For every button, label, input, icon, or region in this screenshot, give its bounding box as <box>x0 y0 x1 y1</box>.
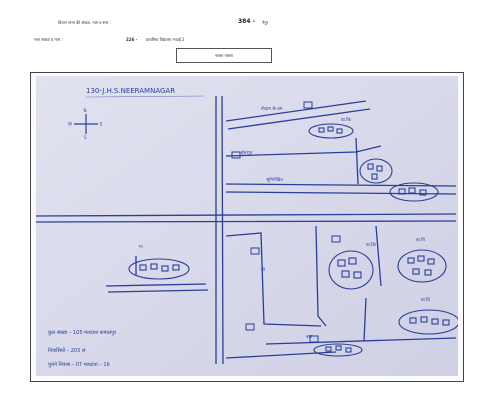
svg-text:प्रा.कि: प्रा.कि <box>341 116 351 123</box>
compass-icon: N S E W <box>68 108 103 140</box>
svg-text:भूमिपीड़ित: भूमिपीड़ित <box>266 176 283 183</box>
svg-text:बाग: बाग <box>306 335 313 340</box>
svg-text:प्रा.वि: प्रा.वि <box>421 296 430 303</box>
svg-text:मो: मो <box>261 266 266 273</box>
constituency-label: विधान सभा की संख्या, नाम व स्तर : <box>58 20 111 25</box>
settlement-clusters <box>128 123 458 357</box>
svg-text:N: N <box>84 108 87 113</box>
svg-text:ईशरपुर: ईशरपुर <box>241 149 253 156</box>
map-notes: कुल संख्या – 105 मतदाता कमालपुर निवासियो… <box>48 329 117 368</box>
title-underline <box>85 95 205 98</box>
road-network <box>36 95 457 365</box>
hand-drawn-map: 130-J.H.S.NEERAMNAGAR N S E W <box>36 76 458 376</box>
svg-text:S: S <box>84 135 87 140</box>
svg-text:W: W <box>68 122 72 127</box>
part-name: प्राथमिक विद्यालय भदाईं 2 <box>146 37 185 42</box>
svg-text:प्रा.वि: प्रा.वि <box>416 236 425 243</box>
svg-text:गा: गा <box>139 245 144 250</box>
map-labels: गोदाम के ठग प्रा.कि ईशरपुर भूमिपीड़ित प्… <box>139 105 430 340</box>
svg-text:प्रा.कि: प्रा.कि <box>366 241 376 248</box>
part-label: भाग संख्या व नाम : <box>34 37 63 42</box>
constituency-number: 384 - <box>238 18 256 25</box>
constituency-name: नेपुर <box>262 20 269 25</box>
map-button[interactable]: नक्शा नक्शा <box>176 48 272 63</box>
svg-text:E: E <box>100 122 103 127</box>
building-markers <box>231 101 341 343</box>
svg-text:निवासियों – 203 सं: निवासियों – 203 सं <box>48 347 86 354</box>
svg-text:गोदाम के ठग: गोदाम के ठग <box>261 105 283 112</box>
svg-text:कुल संख्या – 105 मतदाता कमालपु: कुल संख्या – 105 मतदाता कमालपुर <box>48 329 117 336</box>
svg-text:पुराने निवास – 07 मतदाता – 16: पुराने निवास – 07 मतदाता – 16 <box>48 361 110 368</box>
part-number: 226 - <box>126 37 138 42</box>
map-title: 130-J.H.S.NEERAMNAGAR <box>86 87 175 95</box>
